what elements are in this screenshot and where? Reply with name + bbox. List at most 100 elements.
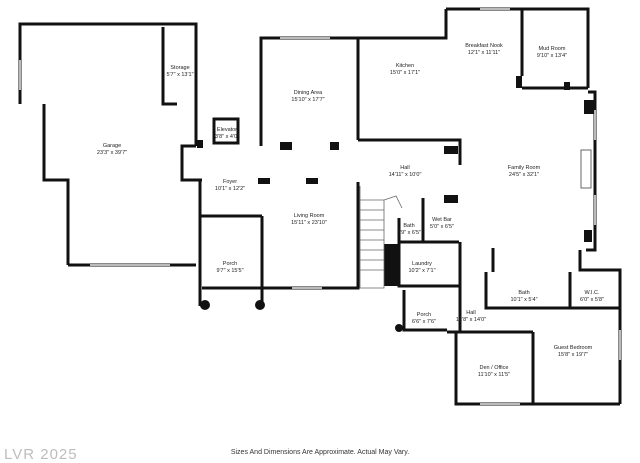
bath2-wall bbox=[484, 272, 619, 310]
room-name: Garage bbox=[102, 143, 122, 149]
room-laundry: Laundry 10'2" x 7'1" bbox=[408, 261, 435, 275]
room-porch: Porch 9'7" x 15'5" bbox=[216, 261, 243, 275]
room-dimensions: 5'7" x 13'1" bbox=[166, 72, 194, 78]
fireplace bbox=[580, 149, 592, 189]
room-dimensions: 3'8" x 4'0" bbox=[214, 134, 240, 140]
room-foyer: Foyer 10'1" x 12'2" bbox=[215, 179, 245, 193]
room-garage: Garage 23'3" x 39'7" bbox=[97, 143, 127, 157]
room-elevator: Elevator 3'8" x 4'0" bbox=[215, 127, 239, 141]
room-dimensions: 10'1" x 12'2" bbox=[214, 186, 246, 192]
column bbox=[306, 178, 318, 184]
room-dimensions: 11'10" x 11'5" bbox=[477, 372, 511, 378]
room-name: Living Room bbox=[293, 213, 325, 219]
column bbox=[584, 230, 592, 242]
garage-wall-left bbox=[42, 104, 70, 265]
foyer-wall-left bbox=[180, 144, 202, 182]
column bbox=[258, 178, 270, 184]
column bbox=[564, 82, 570, 90]
room-dimensions: 23'3" x 39'7" bbox=[96, 150, 128, 156]
room-hall-2: Hall 12'8" x 14'0" bbox=[456, 310, 486, 324]
room-dimensions: 15'11" x 23'10" bbox=[291, 220, 327, 226]
room-dimensions: 6'6" x 7'6" bbox=[411, 319, 437, 325]
room-dimensions: 15'0" x 17'1" bbox=[389, 70, 421, 76]
room-storage: Storage 5'7" x 13'1" bbox=[166, 65, 193, 79]
room-mud-room: Mud Room 9'10" x 13'4" bbox=[537, 46, 567, 60]
room-wet-bar: Wet Bar 5'0" x 6'5" bbox=[430, 217, 454, 231]
wetbar-wall bbox=[421, 198, 459, 244]
room-dimensions: 24'5" x 32'1" bbox=[508, 172, 540, 178]
room-dimensions: 15'8" x 19'7" bbox=[557, 352, 589, 358]
room-name: Porch bbox=[416, 312, 432, 318]
room-porch-2: Porch 6'6" x 7'6" bbox=[412, 312, 436, 326]
column bbox=[516, 76, 522, 88]
den-wall-bottom bbox=[454, 332, 620, 406]
column bbox=[280, 142, 292, 150]
room-dimensions: 2'9" x 6'5" bbox=[396, 230, 422, 236]
column bbox=[444, 195, 458, 203]
room-name: Hall bbox=[466, 310, 476, 316]
porch-column bbox=[255, 300, 265, 310]
hall2-wall-left bbox=[447, 286, 462, 334]
room-dimensions: 10'1" x 5'4" bbox=[510, 297, 538, 303]
room-dimensions: 15'10" x 17'7" bbox=[291, 97, 325, 103]
elevator-wall bbox=[212, 117, 240, 145]
room-name: Family Room bbox=[507, 165, 541, 171]
room-dimensions: 12'1" x 11'11" bbox=[467, 50, 501, 56]
storage-wall bbox=[161, 27, 177, 106]
room-name: Bath bbox=[403, 223, 415, 229]
room-hall: Hall 14'11" x 10'0" bbox=[389, 165, 422, 179]
room-name: Porch bbox=[222, 261, 238, 267]
column bbox=[330, 142, 339, 150]
disclaimer: Sizes And Dimensions Are Approximate. Ac… bbox=[230, 449, 410, 456]
room-name: Foyer bbox=[222, 179, 238, 185]
room-dimensions: 10'2" x 7'1" bbox=[408, 268, 436, 274]
kitchen-wall-bottom bbox=[358, 138, 462, 165]
room-name: Hall bbox=[400, 165, 410, 171]
room-name: Laundry bbox=[412, 261, 432, 267]
room-name: Wet Bar bbox=[432, 217, 452, 223]
stair-core bbox=[384, 244, 398, 286]
room-wic: W.I.C. 6'0" x 5'8" bbox=[580, 290, 604, 304]
room-dimensions: 9'7" x 15'5" bbox=[216, 268, 244, 274]
room-name: Elevator bbox=[216, 127, 238, 133]
room-bath: Bath 2'9" x 6'5" bbox=[397, 223, 421, 237]
kitchen-wall-top bbox=[358, 9, 448, 40]
room-kitchen: Kitchen 15'0" x 17'1" bbox=[390, 63, 420, 77]
room-guest-bedroom: Guest Bedroom 15'8" x 19'7" bbox=[554, 345, 593, 359]
room-bath-2: Bath 10'1" x 5'4" bbox=[510, 290, 537, 304]
room-dimensions: 5'0" x 6'5" bbox=[429, 224, 455, 230]
family-wall-right bbox=[586, 90, 597, 252]
porch-column bbox=[200, 300, 210, 310]
room-name: Storage bbox=[170, 65, 190, 71]
room-name: Bath bbox=[518, 290, 530, 296]
room-name: Den / Office bbox=[479, 365, 509, 371]
guest-wall-right bbox=[578, 250, 622, 404]
room-name: Kitchen bbox=[395, 63, 415, 69]
stairs bbox=[359, 186, 403, 289]
room-living-room: Living Room 15'11" x 23'10" bbox=[291, 213, 327, 227]
garage-wall-top bbox=[18, 22, 198, 146]
room-dining-area: Dining Area 15'10" x 17'7" bbox=[291, 90, 324, 104]
room-name: Dining Area bbox=[293, 90, 323, 96]
room-name: Guest Bedroom bbox=[553, 345, 593, 351]
room-name: W.I.C. bbox=[584, 290, 600, 296]
porch-column bbox=[395, 324, 403, 332]
room-den-office: Den / Office 11'10" x 11'5" bbox=[478, 365, 510, 379]
column bbox=[584, 100, 594, 114]
columns bbox=[197, 76, 594, 332]
watermark: LVR 2025 bbox=[4, 446, 78, 463]
room-name: Breakfast Nook bbox=[465, 43, 503, 49]
room-dimensions: 14'11" x 10'0" bbox=[388, 172, 422, 178]
living-wall-bottom bbox=[202, 182, 360, 290]
room-breakfast-nook: Breakfast Nook 12'1" x 11'11" bbox=[465, 43, 503, 57]
room-name: Mud Room bbox=[538, 46, 566, 52]
porch2-wall bbox=[402, 290, 447, 332]
room-family-room: Family Room 24'5" x 32'1" bbox=[508, 165, 540, 179]
room-dimensions: 6'0" x 5'8" bbox=[579, 297, 605, 303]
laundry-wall bbox=[397, 242, 462, 288]
column bbox=[444, 146, 458, 154]
column bbox=[197, 140, 203, 148]
room-dimensions: 9'10" x 13'4" bbox=[536, 53, 568, 59]
